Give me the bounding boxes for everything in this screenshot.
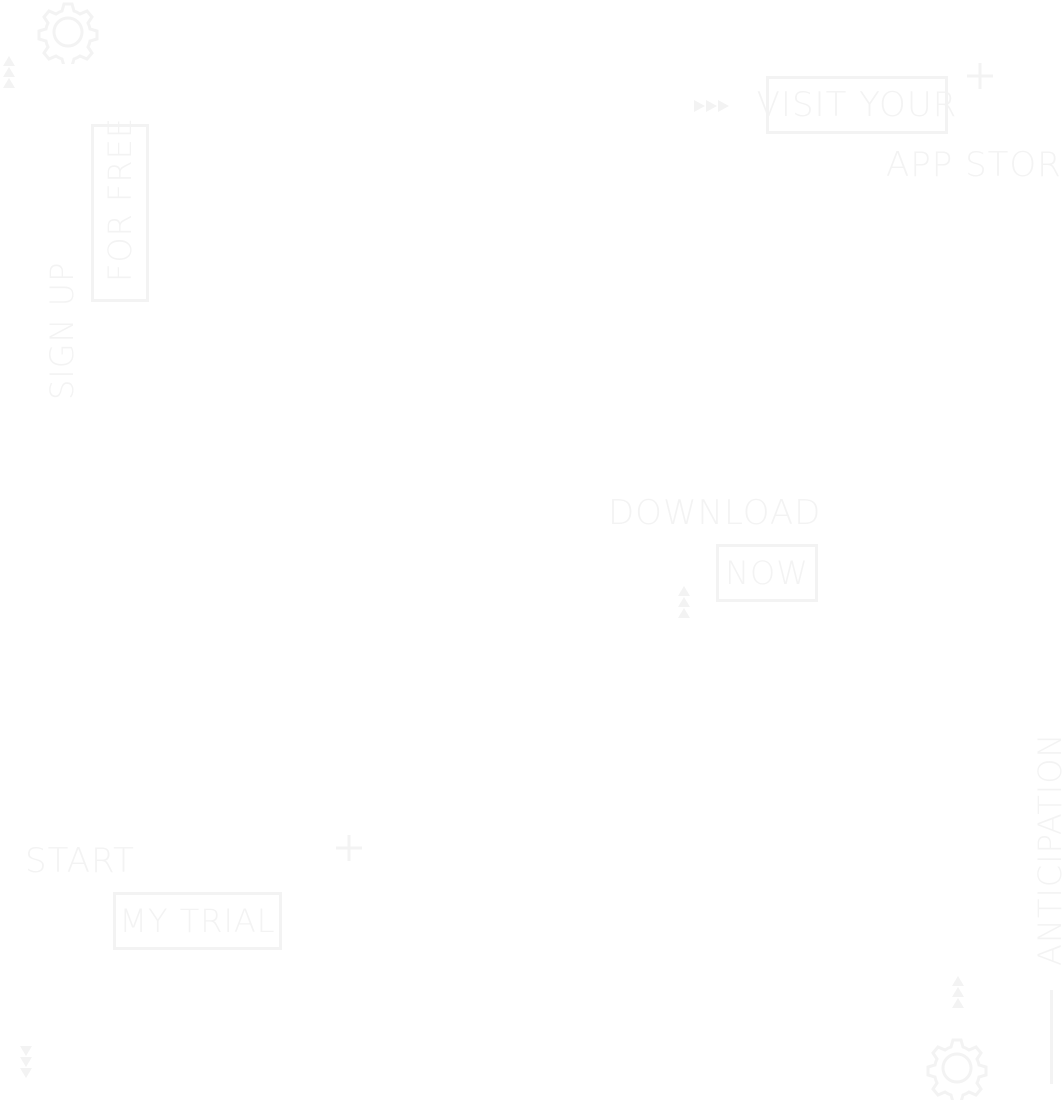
plus-icon [966,62,994,90]
gear-icon [36,0,100,64]
visit-line2: APP STORE [886,145,1064,185]
visit-line1: VISIT YOUR [756,85,958,125]
side-label: ANTICIPATION [1031,732,1064,966]
triple-arrow-up-icon [1,56,17,90]
triple-arrow-up-icon [950,976,966,1010]
signup-line2: FOR FREE [101,116,139,282]
download-line1: DOWNLOAD [608,493,822,533]
triple-arrow-down-icon [18,1046,34,1080]
triple-arrow-up-icon [676,586,692,620]
visit-app-store-button[interactable]: VISIT YOUR [757,76,956,134]
signup-button[interactable] [91,124,149,302]
triple-arrow-right-icon [694,99,732,113]
plus-icon [335,834,363,862]
trial-line2: MY TRIAL [119,902,276,940]
download-now-button[interactable]: NOW [716,544,818,602]
signup-line1: SIGN UP [43,261,81,400]
start-trial-button[interactable]: MY TRIAL [113,892,282,950]
trial-line1: START [25,841,135,881]
gear-icon [925,1036,989,1100]
download-line2: NOW [725,554,809,592]
divider-line [1050,990,1053,1084]
